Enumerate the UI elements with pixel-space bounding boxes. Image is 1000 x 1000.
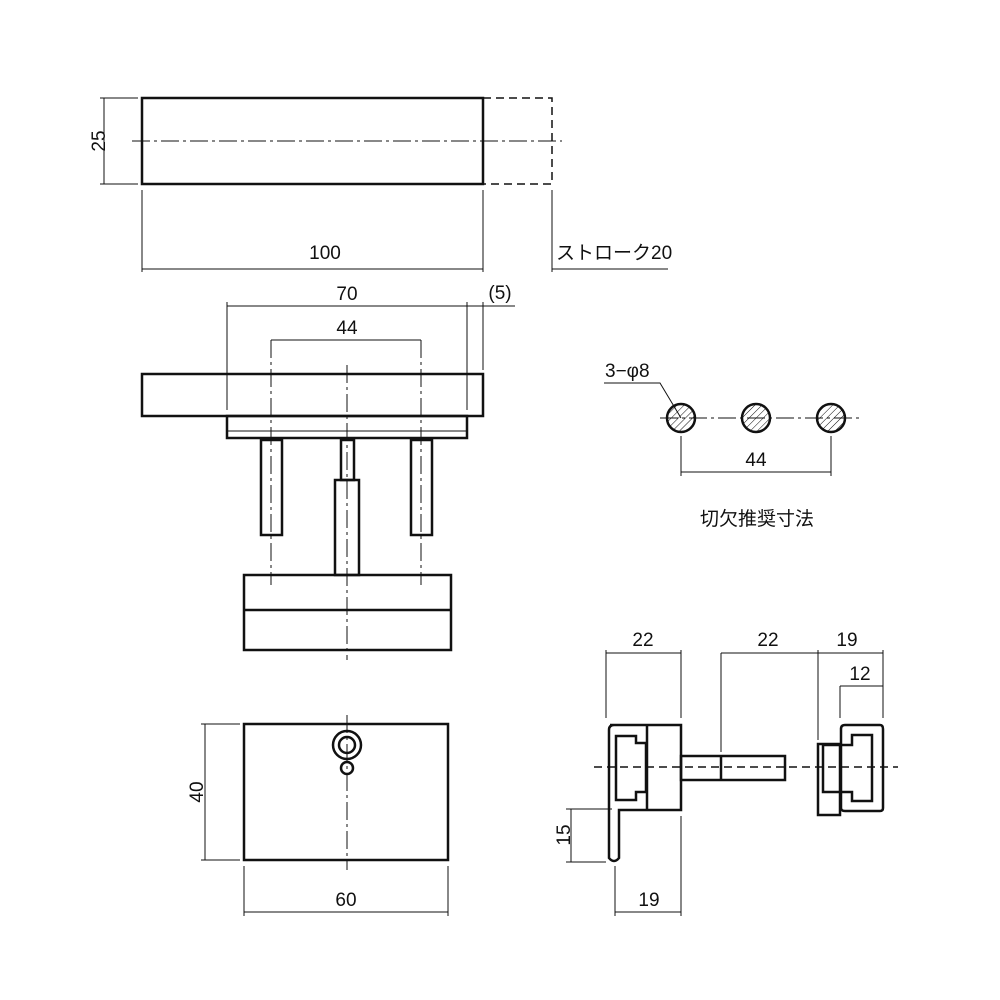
dim-70: 70 xyxy=(336,284,357,305)
dim-12: 12 xyxy=(849,664,870,685)
hole-label: 3−φ8 xyxy=(605,361,650,382)
shaft xyxy=(679,754,787,782)
stroke-label: ストローク20 xyxy=(556,242,672,264)
bottom-view: 40 60 xyxy=(187,715,450,916)
dim-44: 44 xyxy=(745,450,767,471)
dim-5: (5) xyxy=(488,283,511,304)
cutout-diagram: 3−φ8 44 切欠推奨寸法 xyxy=(604,361,860,530)
caption: 切欠推奨寸法 xyxy=(700,508,814,530)
top-view: 25 100 ストローク20 xyxy=(89,96,672,272)
dim-width-line xyxy=(141,190,668,272)
dim-22-mid-line xyxy=(720,650,884,752)
dim-width-100: 100 xyxy=(309,243,341,264)
dim-19-bottom-line xyxy=(614,816,682,916)
dim-40-line xyxy=(201,723,240,861)
dim-60: 60 xyxy=(335,890,356,911)
dim-22-left: 22 xyxy=(632,630,653,651)
left-channel xyxy=(614,734,648,802)
dim-70-line xyxy=(226,302,515,410)
leader-line xyxy=(604,382,682,419)
right-profile xyxy=(839,723,885,813)
dim-19-bottom: 19 xyxy=(638,890,659,911)
plate xyxy=(140,372,485,418)
hole-2 xyxy=(740,402,772,434)
dim-height-line xyxy=(100,97,138,185)
dim-22-mid: 22 xyxy=(757,630,778,651)
dim-44-line xyxy=(680,436,832,476)
dim-12-line xyxy=(839,685,883,718)
side-view: 22 22 19 12 15 19 xyxy=(554,630,898,916)
right-connector xyxy=(816,742,842,817)
hole-3 xyxy=(815,402,847,434)
dim-60-line xyxy=(243,866,449,916)
knob-bottom xyxy=(242,722,450,862)
right-channel xyxy=(821,733,874,803)
dim-15: 15 xyxy=(554,824,575,845)
dim-44: 44 xyxy=(336,318,358,339)
dim-15-line xyxy=(566,808,612,863)
front-view: 70 (5) 44 xyxy=(140,283,515,660)
dim-height-25: 25 xyxy=(89,130,110,151)
left-profile xyxy=(607,723,683,863)
dim-22-left-line xyxy=(605,650,682,718)
dim-19-right: 19 xyxy=(836,630,857,651)
dim-40: 40 xyxy=(187,781,208,802)
